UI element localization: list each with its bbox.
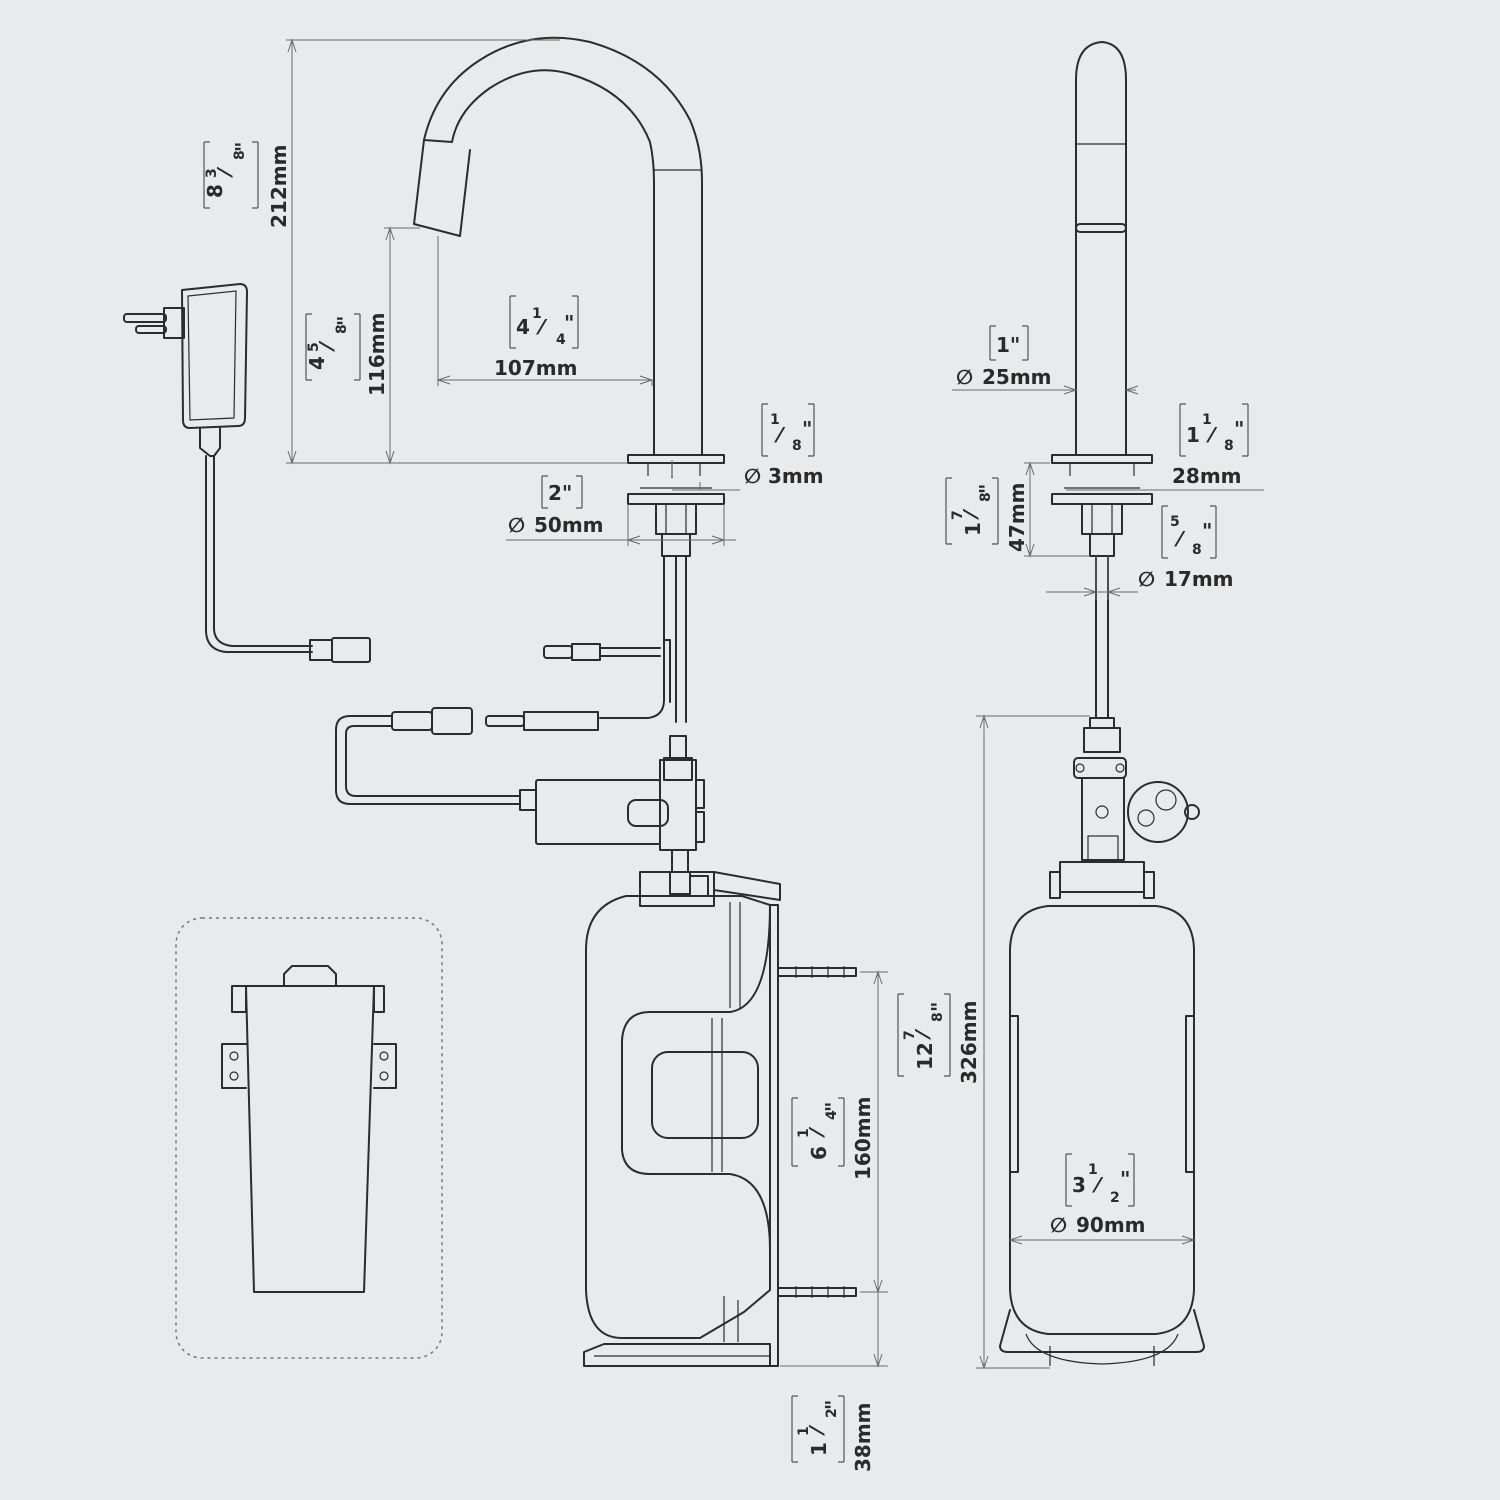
faucet-front-view: [335, 36, 857, 1367]
label-den: 2: [1110, 1190, 1120, 1206]
inch-mark: ": [1120, 1167, 1130, 1191]
diameter-symbol: ∅: [744, 464, 761, 488]
tank-height-mm: 326mm: [957, 1001, 981, 1084]
label-whole: 4: [305, 356, 329, 370]
label-den: 8: [1192, 542, 1202, 558]
inch-mark: ": [231, 142, 255, 152]
label-num: 1: [770, 412, 780, 428]
tube-diameter-inch: 1": [996, 333, 1020, 357]
inch-mark: ": [975, 484, 999, 494]
label-den: 8: [792, 438, 802, 454]
dim-deck-thickness: 1 1 ⁄ 8 " 28mm: [1172, 403, 1249, 488]
label-num: 1: [1088, 1162, 1098, 1178]
inset-bottle-detail: [175, 917, 443, 1359]
label-num: 5: [306, 342, 322, 352]
dim-base-clearance: 1 1 ⁄ 2 " 38mm: [791, 1395, 875, 1472]
svg-text:8: 8: [203, 184, 227, 198]
label-den: 4: [556, 332, 566, 348]
inch-mark: ": [564, 311, 574, 335]
mount-height-mm: 47mm: [1005, 482, 1029, 552]
dim-hole-small: 1 ⁄ 8 " ∅ 3mm: [744, 403, 824, 488]
bracket-span-mm: 160mm: [851, 1097, 875, 1180]
inch-mark: ": [927, 1002, 951, 1012]
label-den: 8: [930, 1012, 946, 1022]
dim-spout-clearance: 4 5 ⁄ 8 " 116mm: [305, 313, 389, 396]
dim-spout-height: 8 3 ⁄ 8 " 212mm: [203, 141, 291, 228]
shank-diameter-mm: 17mm: [1164, 567, 1234, 591]
diameter-symbol: ∅: [956, 365, 973, 389]
label-num: 3: [204, 168, 220, 178]
label-whole: 1: [1186, 423, 1200, 447]
label-whole: 6: [807, 1146, 831, 1160]
label-den: 8: [1224, 438, 1234, 454]
dim-mount-height: 1 7 ⁄ 8 " 47mm: [945, 477, 1029, 552]
dim-spout-reach: 4 1 ⁄ 4 " 107mm: [494, 295, 579, 380]
label-num: 7: [902, 1030, 918, 1040]
spout-reach-mm: 107mm: [494, 356, 577, 380]
diameter-symbol: ∅: [508, 513, 525, 537]
dim-tank-height: 12 7 ⁄ 8 " 326mm: [897, 993, 981, 1084]
label-whole: 1: [961, 522, 985, 536]
svg-text:⁄: ⁄: [1174, 527, 1186, 551]
svg-text:8: 8: [232, 150, 248, 160]
inch-mark: ": [333, 316, 357, 326]
deck-thickness-mm: 28mm: [1172, 464, 1242, 488]
diameter-symbol: ∅: [1050, 1213, 1067, 1237]
spout-clearance-mm: 116mm: [365, 313, 389, 396]
base-clearance-mm: 38mm: [851, 1402, 875, 1472]
dim-tube-diameter: 1" ∅ 25mm: [956, 325, 1052, 389]
label-whole: 12: [913, 1042, 937, 1070]
label-den: 8: [232, 150, 248, 160]
dim-tank-diameter: 3 1 ⁄ 2 " ∅ 90mm: [1050, 1153, 1146, 1237]
faucet-side-view: [999, 41, 1205, 1366]
label-num: 7: [950, 510, 966, 520]
base-diameter-inch: 2": [548, 481, 572, 505]
label-num: 1: [796, 1128, 812, 1138]
label-whole: 8: [203, 184, 227, 198]
label-whole: 3: [1072, 1173, 1086, 1197]
label-den: 8: [334, 324, 350, 334]
label-num: 1: [532, 306, 542, 322]
spout-height-mm: 212mm: [267, 145, 291, 228]
label-whole: 4: [516, 315, 530, 339]
power-adapter: [123, 283, 371, 663]
inch-mark: ": [1234, 417, 1244, 441]
dim-bracket-span: 6 1 ⁄ 4 " 160mm: [791, 1097, 875, 1180]
svg-text:3: 3: [204, 168, 220, 178]
inch-mark: ": [821, 1102, 845, 1112]
label-den: 8: [978, 492, 994, 502]
inch-mark: ": [802, 417, 812, 441]
tank-diameter-mm: 90mm: [1076, 1213, 1146, 1237]
hole-small-mm: 3mm: [768, 464, 824, 488]
base-diameter-mm: 50mm: [534, 513, 604, 537]
label-num: 1: [796, 1426, 812, 1436]
dimension-lines: [286, 38, 1264, 1370]
inch-mark: ": [1202, 519, 1212, 543]
label-num: 1: [1202, 412, 1212, 428]
label-den: 2: [824, 1408, 840, 1418]
dim-base-diameter: 2" ∅ 50mm: [508, 475, 604, 537]
label-num: 5: [1170, 514, 1180, 530]
label-den: 4: [824, 1110, 840, 1120]
tube-diameter-mm: 25mm: [982, 365, 1052, 389]
label-whole: 1: [807, 1442, 831, 1456]
inch-mark: ": [821, 1400, 845, 1410]
dim-shank-diameter: 5 ⁄ 8 " ∅ 17mm: [1138, 505, 1234, 591]
diameter-symbol: ∅: [1138, 567, 1155, 591]
